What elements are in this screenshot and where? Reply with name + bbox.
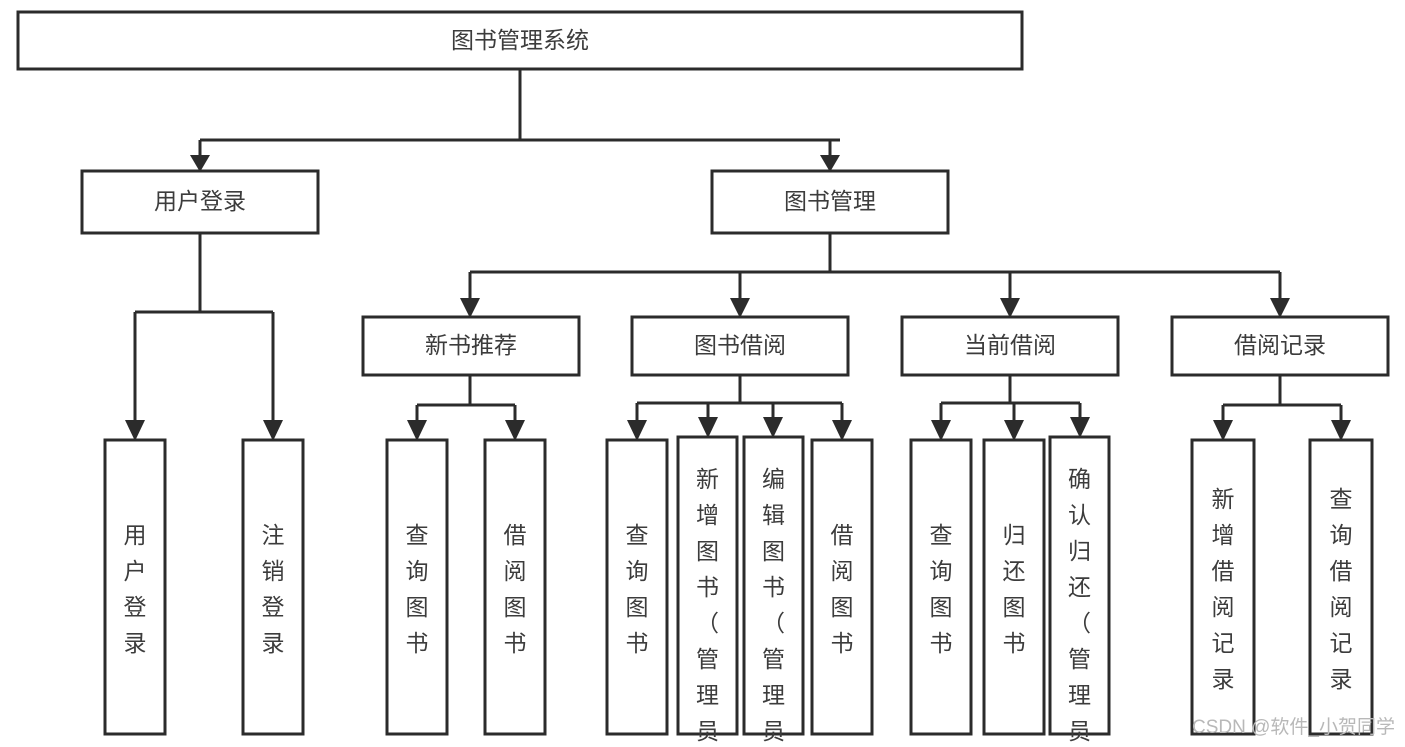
connector-group-current-borrow-to-leaves — [931, 375, 1090, 441]
node-book-borrow[interactable]: 图书借阅 — [630, 315, 850, 377]
leaf-node[interactable]: 借阅图书 — [483, 438, 547, 736]
arrowhead-bb-query — [627, 420, 647, 441]
leaf-node-box[interactable] — [483, 438, 547, 736]
arrowhead-bb-edit — [763, 417, 783, 438]
node-new-book-recommend[interactable]: 新书推荐 — [361, 315, 581, 377]
leaf-node-box[interactable] — [982, 438, 1046, 736]
connector-group-borrow-record-to-leaves — [1213, 375, 1351, 441]
leaf-node-label: 查询图书 — [626, 522, 649, 656]
leaf-node-layer: 用户登录 注销登录 查询图书 借阅图书 查询图书 新增图书（管理员） 编辑图书（管理员） 借阅… — [103, 435, 1374, 747]
leaf-node-box[interactable] — [241, 438, 305, 736]
arrowhead-leaf-user-login — [125, 420, 145, 441]
root-node-box[interactable] — [16, 10, 1024, 71]
connector-group-new-book-to-leaves — [407, 375, 525, 441]
leaf-node-box[interactable] — [103, 438, 167, 736]
connector-group-user-login-to-leaves — [125, 233, 283, 441]
leaf-node-box[interactable] — [676, 435, 739, 736]
leaf-node-label: 新增借阅记录 — [1212, 486, 1235, 692]
leaf-node[interactable]: 确认归还（管理员） — [1048, 435, 1111, 747]
node-root-book-management-system[interactable]: 图书管理系统 — [16, 10, 1024, 71]
arrowhead-borrow-record — [1270, 298, 1290, 318]
leaf-node-label: 查询图书 — [930, 522, 953, 656]
arrowhead-br-query — [1331, 420, 1351, 441]
leaf-node-box[interactable] — [605, 438, 669, 736]
leaf-node[interactable]: 注销登录 — [241, 438, 305, 736]
leaf-node[interactable]: 查询借阅记录 — [1308, 438, 1374, 736]
connector-group-borrow-book-to-leaves — [627, 375, 852, 441]
leaf-node[interactable]: 编辑图书（管理员） — [742, 435, 805, 747]
leaf-node-label: 查询图书 — [406, 522, 429, 656]
arrowhead-cb-return — [1004, 420, 1024, 441]
book-management-node-box[interactable] — [710, 169, 950, 235]
leaf-node-box[interactable] — [1048, 435, 1111, 736]
node-borrow-record[interactable]: 借阅记录 — [1170, 315, 1390, 377]
book-management-node-label: 图书管理 — [784, 188, 876, 214]
arrowhead-borrow-book — [730, 298, 750, 318]
leaf-node-label: 查询借阅记录 — [1330, 486, 1353, 692]
borrow-record-node-box[interactable] — [1170, 315, 1390, 377]
new-book-recommend-node-label: 新书推荐 — [425, 332, 517, 358]
leaf-node-box[interactable] — [1190, 438, 1256, 736]
current-borrow-node-box[interactable] — [900, 315, 1120, 377]
borrow-record-node-label: 借阅记录 — [1234, 332, 1326, 358]
leaf-node-label: 新增图书（管理员） — [696, 466, 719, 747]
leaf-node[interactable]: 查询图书 — [385, 438, 449, 736]
leaf-node-label: 编辑图书（管理员） — [762, 466, 785, 747]
node-current-borrow[interactable]: 当前借阅 — [900, 315, 1120, 377]
leaf-node[interactable]: 新增借阅记录 — [1190, 438, 1256, 736]
leaf-node-label: 借阅图书 — [831, 522, 854, 656]
connector-group-book-mgmt-to-level3 — [460, 233, 1290, 318]
arrowhead-book-mgmt — [820, 155, 840, 172]
leaf-node-label: 确认归还（管理员） — [1068, 466, 1091, 747]
leaf-node[interactable]: 借阅图书 — [810, 438, 874, 736]
connector-group-root-to-level2 — [190, 69, 840, 172]
leaf-node-box[interactable] — [909, 438, 973, 736]
arrowhead-user-login — [190, 155, 210, 172]
leaf-node-label: 注销登录 — [262, 522, 285, 656]
root-node-label: 图书管理系统 — [451, 27, 589, 53]
arrowhead-cb-query — [931, 420, 951, 441]
arrowhead-nb-borrow — [505, 420, 525, 441]
current-borrow-node-label: 当前借阅 — [964, 332, 1056, 358]
arrowhead-bb-borrow — [832, 420, 852, 441]
arrowhead-leaf-logout — [263, 420, 283, 441]
arrowhead-cb-confirm — [1070, 417, 1090, 438]
node-user-login[interactable]: 用户登录 — [80, 169, 320, 235]
arrowhead-br-add — [1213, 420, 1233, 441]
arrowhead-nb-query — [407, 420, 427, 441]
node-book-management[interactable]: 图书管理 — [710, 169, 950, 235]
book-borrow-node-label: 图书借阅 — [694, 332, 786, 358]
leaf-node[interactable]: 新增图书（管理员） — [676, 435, 739, 747]
arrowhead-new-book — [460, 298, 480, 318]
leaf-node-label: 用户登录 — [124, 522, 147, 656]
arrowhead-current-borrow — [1000, 298, 1020, 318]
leaf-node-box[interactable] — [1308, 438, 1374, 736]
leaf-node[interactable]: 归还图书 — [982, 438, 1046, 736]
leaf-node[interactable]: 查询图书 — [909, 438, 973, 736]
leaf-node-label: 借阅图书 — [504, 522, 527, 656]
leaf-node-label: 归还图书 — [1003, 522, 1026, 656]
user-login-node-label: 用户登录 — [154, 188, 246, 214]
leaf-node-box[interactable] — [742, 435, 805, 736]
user-login-node-box[interactable] — [80, 169, 320, 235]
leaf-node[interactable]: 用户登录 — [103, 438, 167, 736]
leaf-node[interactable]: 查询图书 — [605, 438, 669, 736]
csdn-watermark: CSDN @软件_小贺同学 — [1192, 716, 1395, 738]
arrowhead-bb-add — [698, 417, 718, 438]
leaf-node-box[interactable] — [810, 438, 874, 736]
book-borrow-node-box[interactable] — [630, 315, 850, 377]
leaf-node-box[interactable] — [385, 438, 449, 736]
new-book-recommend-node-box[interactable] — [361, 315, 581, 377]
